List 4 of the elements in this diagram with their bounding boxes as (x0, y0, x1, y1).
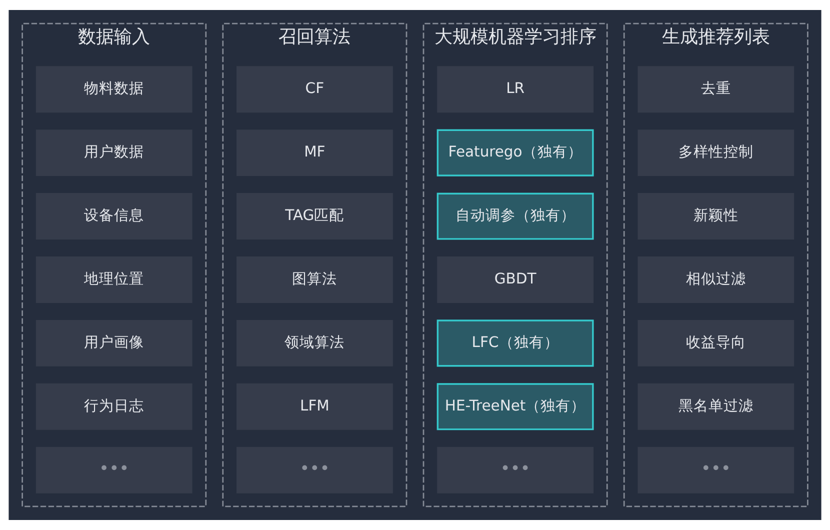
node-box: LFC（独有） (436, 320, 594, 367)
node-box: Featurego（独有） (436, 129, 594, 176)
node-box: 自动调参（独有） (436, 192, 594, 240)
node-box: HE-TreeNet（独有） (436, 383, 594, 430)
